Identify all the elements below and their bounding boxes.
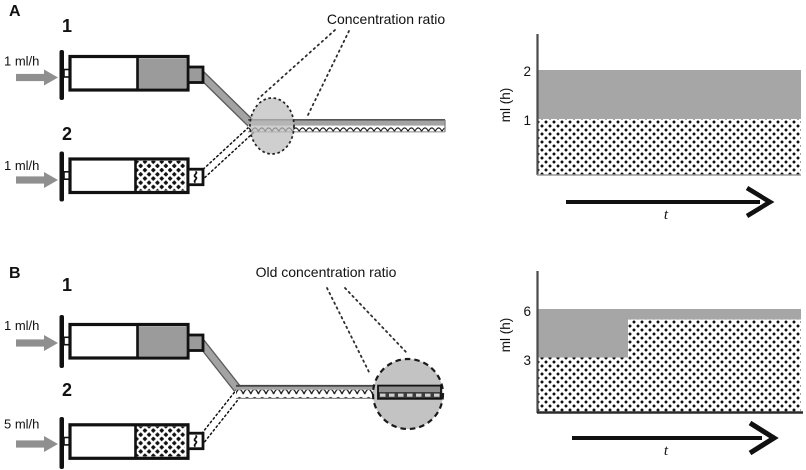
cone-lines-b xyxy=(326,287,407,373)
syringe-a1-thumb-bar xyxy=(59,50,64,100)
syringe-a1-number: 1 xyxy=(62,16,72,36)
flow-rate-a2: 1 ml/h xyxy=(4,158,39,173)
chart-b-gray-area xyxy=(538,309,801,358)
syringe-a2-thumb-bar xyxy=(59,151,64,202)
chart-b-ylabel: ml (h) xyxy=(498,318,513,353)
syringe-b1-number: 1 xyxy=(62,275,72,295)
chart-b-xlabel: t xyxy=(664,443,669,459)
chart-a-time-arrow-icon xyxy=(566,186,775,218)
panel-a: A 1 2 1 ml/h 1 ml/h xyxy=(4,3,801,223)
junction-circle-a xyxy=(249,97,295,155)
tube-b1 xyxy=(195,337,242,393)
syringe-b2-thumb-bar xyxy=(59,417,64,469)
syringe-a1-fluid xyxy=(137,58,186,89)
syringe-a2-nozzle-squiggle-icon xyxy=(193,170,198,184)
chart-a: 2 1 ml (h) t xyxy=(498,34,801,223)
chart-b-time-arrow-icon xyxy=(572,420,779,456)
syringe-b1-thumb-bar xyxy=(59,315,64,368)
chart-a-tick-bottom: 1 xyxy=(523,113,531,128)
chart-a-hatch-area xyxy=(538,119,801,175)
chart-a-gray-area xyxy=(538,70,801,119)
panel-b: B 1 2 1 ml/h 5 ml/h xyxy=(4,264,803,469)
cone-lines-a xyxy=(257,29,350,118)
flow-rate-b2: 5 ml/h xyxy=(4,417,39,432)
flow-rate-a1: 1 ml/h xyxy=(4,54,39,69)
chart-a-tick-top: 2 xyxy=(523,64,531,79)
syringe-a2 xyxy=(59,151,205,202)
chart-b-hatch-area xyxy=(538,319,801,412)
chart-a-xlabel: t xyxy=(664,207,669,223)
flow-arrow-b1-icon xyxy=(16,335,58,351)
syringe-a1-nozzle xyxy=(186,65,205,84)
flow-rate-b1: 1 ml/h xyxy=(4,318,39,333)
flow-arrow-a2-icon xyxy=(16,172,58,188)
outlet-b-hatch-stream xyxy=(236,389,378,398)
syringe-b1-fluid xyxy=(137,326,186,357)
chart-b: 6 3 ml (h) t xyxy=(498,271,803,459)
tube-a2 xyxy=(195,126,255,182)
tube-a1 xyxy=(195,69,255,127)
flow-arrow-a1-icon xyxy=(16,69,58,86)
outlet-a-gray-stream xyxy=(248,120,445,126)
syringe-b2-nozzle-squiggle-icon xyxy=(193,434,198,448)
chart-b-tick-bottom: 3 xyxy=(523,353,531,368)
annotation-a: Concentration ratio xyxy=(327,11,446,27)
syringe-b2 xyxy=(59,417,205,469)
syringe-b2-number: 2 xyxy=(62,380,72,400)
panel-a-label: A xyxy=(9,3,21,20)
outlet-b-old-ratio-segment xyxy=(377,384,442,400)
syringe-a2-fluid xyxy=(135,160,185,191)
syringe-b2-fluid xyxy=(135,426,185,457)
chart-b-tick-top: 6 xyxy=(523,304,531,319)
syringe-a1 xyxy=(59,50,205,100)
flow-arrow-b2-icon xyxy=(16,436,58,452)
annotation-b: Old concentration ratio xyxy=(256,264,397,280)
panel-b-label: B xyxy=(9,265,21,282)
chart-a-ylabel: ml (h) xyxy=(498,88,513,123)
outlet-b-gray-stream xyxy=(236,386,441,390)
syringe-b1-nozzle xyxy=(186,333,205,352)
syringe-a2-number: 2 xyxy=(62,124,72,144)
outlet-a-hatch-stream xyxy=(248,125,445,132)
syringe-b1 xyxy=(59,315,205,368)
